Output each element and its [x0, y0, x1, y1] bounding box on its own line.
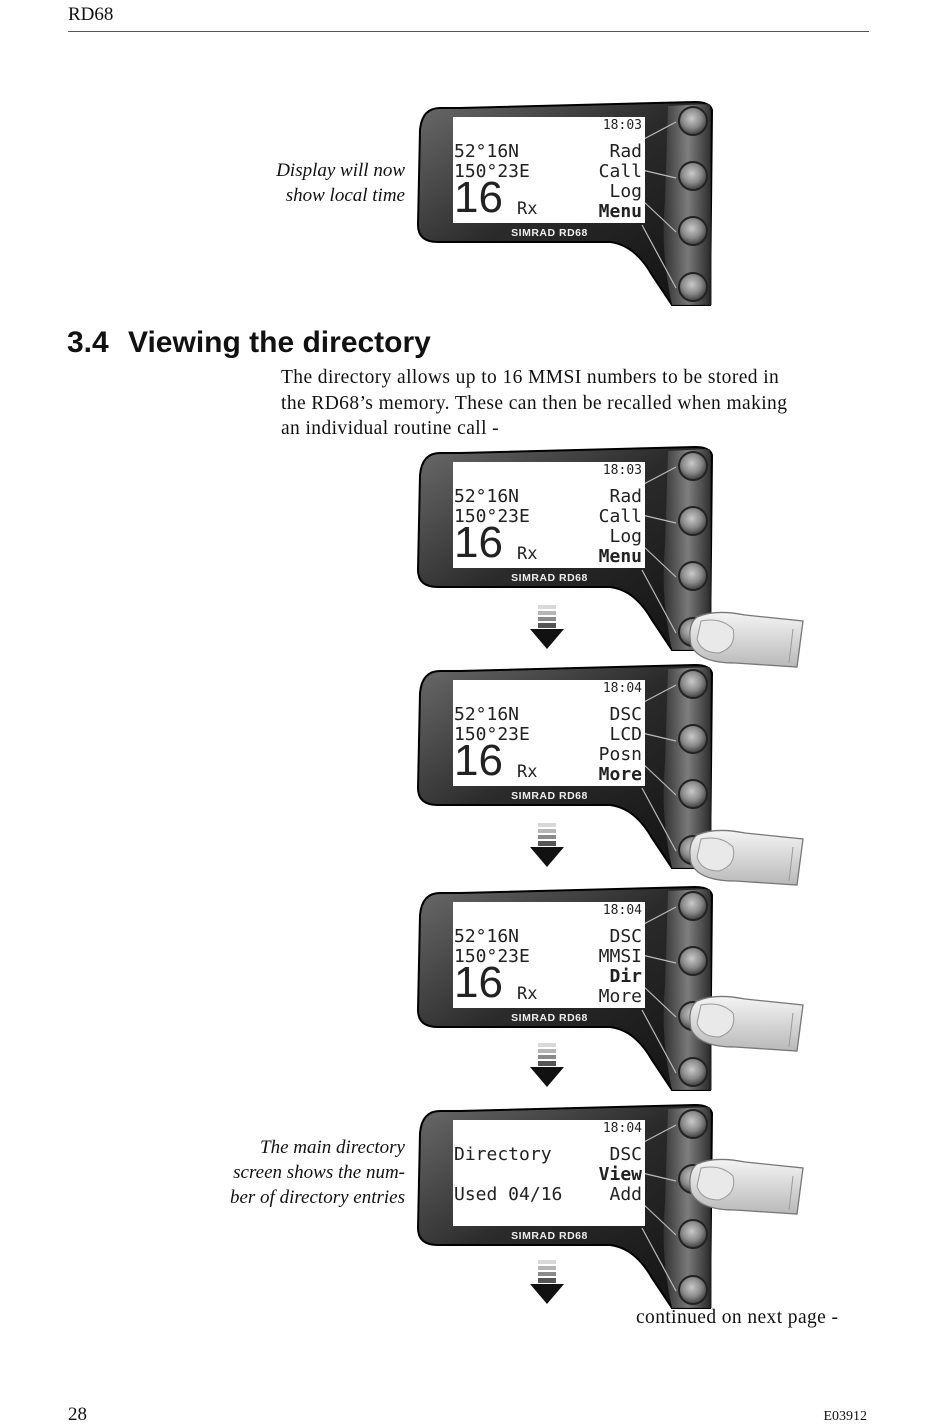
lcd-latitude: 52°16N [454, 486, 520, 507]
lcd-menu-option: Call [598, 506, 642, 527]
lcd-channel: 16 [454, 173, 503, 222]
softkey-button-3[interactable] [678, 216, 708, 246]
running-header: RD68 [68, 4, 114, 25]
lcd-menu-option: Log [609, 181, 642, 202]
softkey-button-4[interactable] [678, 1275, 708, 1305]
finger-press-icon [689, 1158, 804, 1215]
brand-label: SIMRAD RD68 [511, 227, 588, 239]
lcd-latitude: 52°16N [454, 704, 520, 725]
lcd-menu-option: More [598, 764, 642, 785]
down-arrow-icon [530, 605, 564, 649]
brand-label: SIMRAD RD68 [511, 790, 588, 802]
caption-local-time: Display will now show local time [276, 160, 405, 206]
lcd-menu-option: Dir [609, 966, 642, 987]
lcd-channel: 16 [454, 958, 503, 1007]
lcd-mode: Rx [517, 544, 538, 564]
lcd-menu-option: DSC [609, 926, 642, 947]
brand-label: SIMRAD RD68 [511, 572, 588, 584]
brand-label: SIMRAD RD68 [511, 1012, 588, 1024]
lcd-latitude: 52°16N [454, 926, 520, 947]
lcd-mode: Rx [517, 984, 538, 1004]
lcd-menu-option: DSC [609, 704, 642, 725]
lcd-menu-option: Add [609, 1184, 642, 1205]
lcd-directory-title: Directory [454, 1144, 552, 1165]
caption-directory: The main directory screen shows the num-… [229, 1137, 405, 1208]
lcd-menu-option: LCD [609, 724, 642, 745]
softkey-button-1[interactable] [678, 106, 708, 136]
intro-paragraph: The directory allows up to 16 MMSI numbe… [281, 367, 788, 439]
lcd-menu-option: Rad [609, 141, 642, 162]
lcd-time: 18:04 [602, 681, 642, 696]
header-rule [68, 31, 869, 32]
down-arrow-icon [530, 823, 564, 867]
lcd-mode: Rx [517, 762, 538, 782]
lcd-menu-option: View [598, 1164, 642, 1185]
softkey-button-1[interactable] [678, 1109, 708, 1139]
softkey-button-4[interactable] [678, 272, 708, 302]
softkey-button-3[interactable] [678, 779, 708, 809]
lcd-time: 18:04 [602, 903, 642, 918]
lcd-longitude: 150°23E [454, 724, 530, 745]
softkey-button-1[interactable] [678, 451, 708, 481]
brand-label: SIMRAD RD68 [511, 1230, 588, 1242]
softkey-button-4[interactable] [678, 1057, 708, 1087]
lcd-channel: 16 [454, 736, 503, 785]
document-id: E03912 [823, 1409, 867, 1424]
lcd-menu-option: Menu [598, 546, 642, 567]
lcd-menu-option: DSC [609, 1144, 642, 1165]
lcd-menu-option: Rad [609, 486, 642, 507]
lcd-mode: Rx [517, 199, 538, 219]
continued-note: continued on next page - [636, 1307, 839, 1328]
page-number: 28 [68, 1404, 87, 1425]
lcd-menu-option: Menu [598, 201, 642, 222]
softkey-button-1[interactable] [678, 891, 708, 921]
lcd-longitude: 150°23E [454, 506, 530, 527]
lcd-used-count: Used 04/16 [454, 1184, 563, 1205]
down-arrow-icon [530, 1043, 564, 1087]
softkey-button-3[interactable] [678, 1219, 708, 1249]
lcd-menu-option: MMSI [598, 946, 642, 967]
lcd-menu-option: Posn [598, 744, 642, 765]
lcd-channel: 16 [454, 518, 503, 567]
softkey-button-2[interactable] [678, 161, 708, 191]
lcd-longitude: 150°23E [454, 161, 530, 182]
softkey-button-3[interactable] [678, 561, 708, 591]
finger-press-icon [689, 829, 804, 886]
softkey-button-2[interactable] [678, 946, 708, 976]
softkey-button-2[interactable] [678, 506, 708, 536]
softkey-button-1[interactable] [678, 669, 708, 699]
finger-press-icon [689, 995, 804, 1052]
finger-press-icon [689, 611, 804, 668]
lcd-time: 18:03 [602, 118, 642, 133]
lcd-menu-option: Log [609, 526, 642, 547]
lcd-menu-option: More [598, 986, 642, 1007]
down-arrow-icon [530, 1260, 564, 1304]
lcd-latitude: 52°16N [454, 141, 520, 162]
lcd-menu-option: Call [598, 161, 642, 182]
lcd-time: 18:04 [602, 1121, 642, 1136]
lcd-longitude: 150°23E [454, 946, 530, 967]
lcd-time: 18:03 [602, 463, 642, 478]
softkey-button-2[interactable] [678, 724, 708, 754]
